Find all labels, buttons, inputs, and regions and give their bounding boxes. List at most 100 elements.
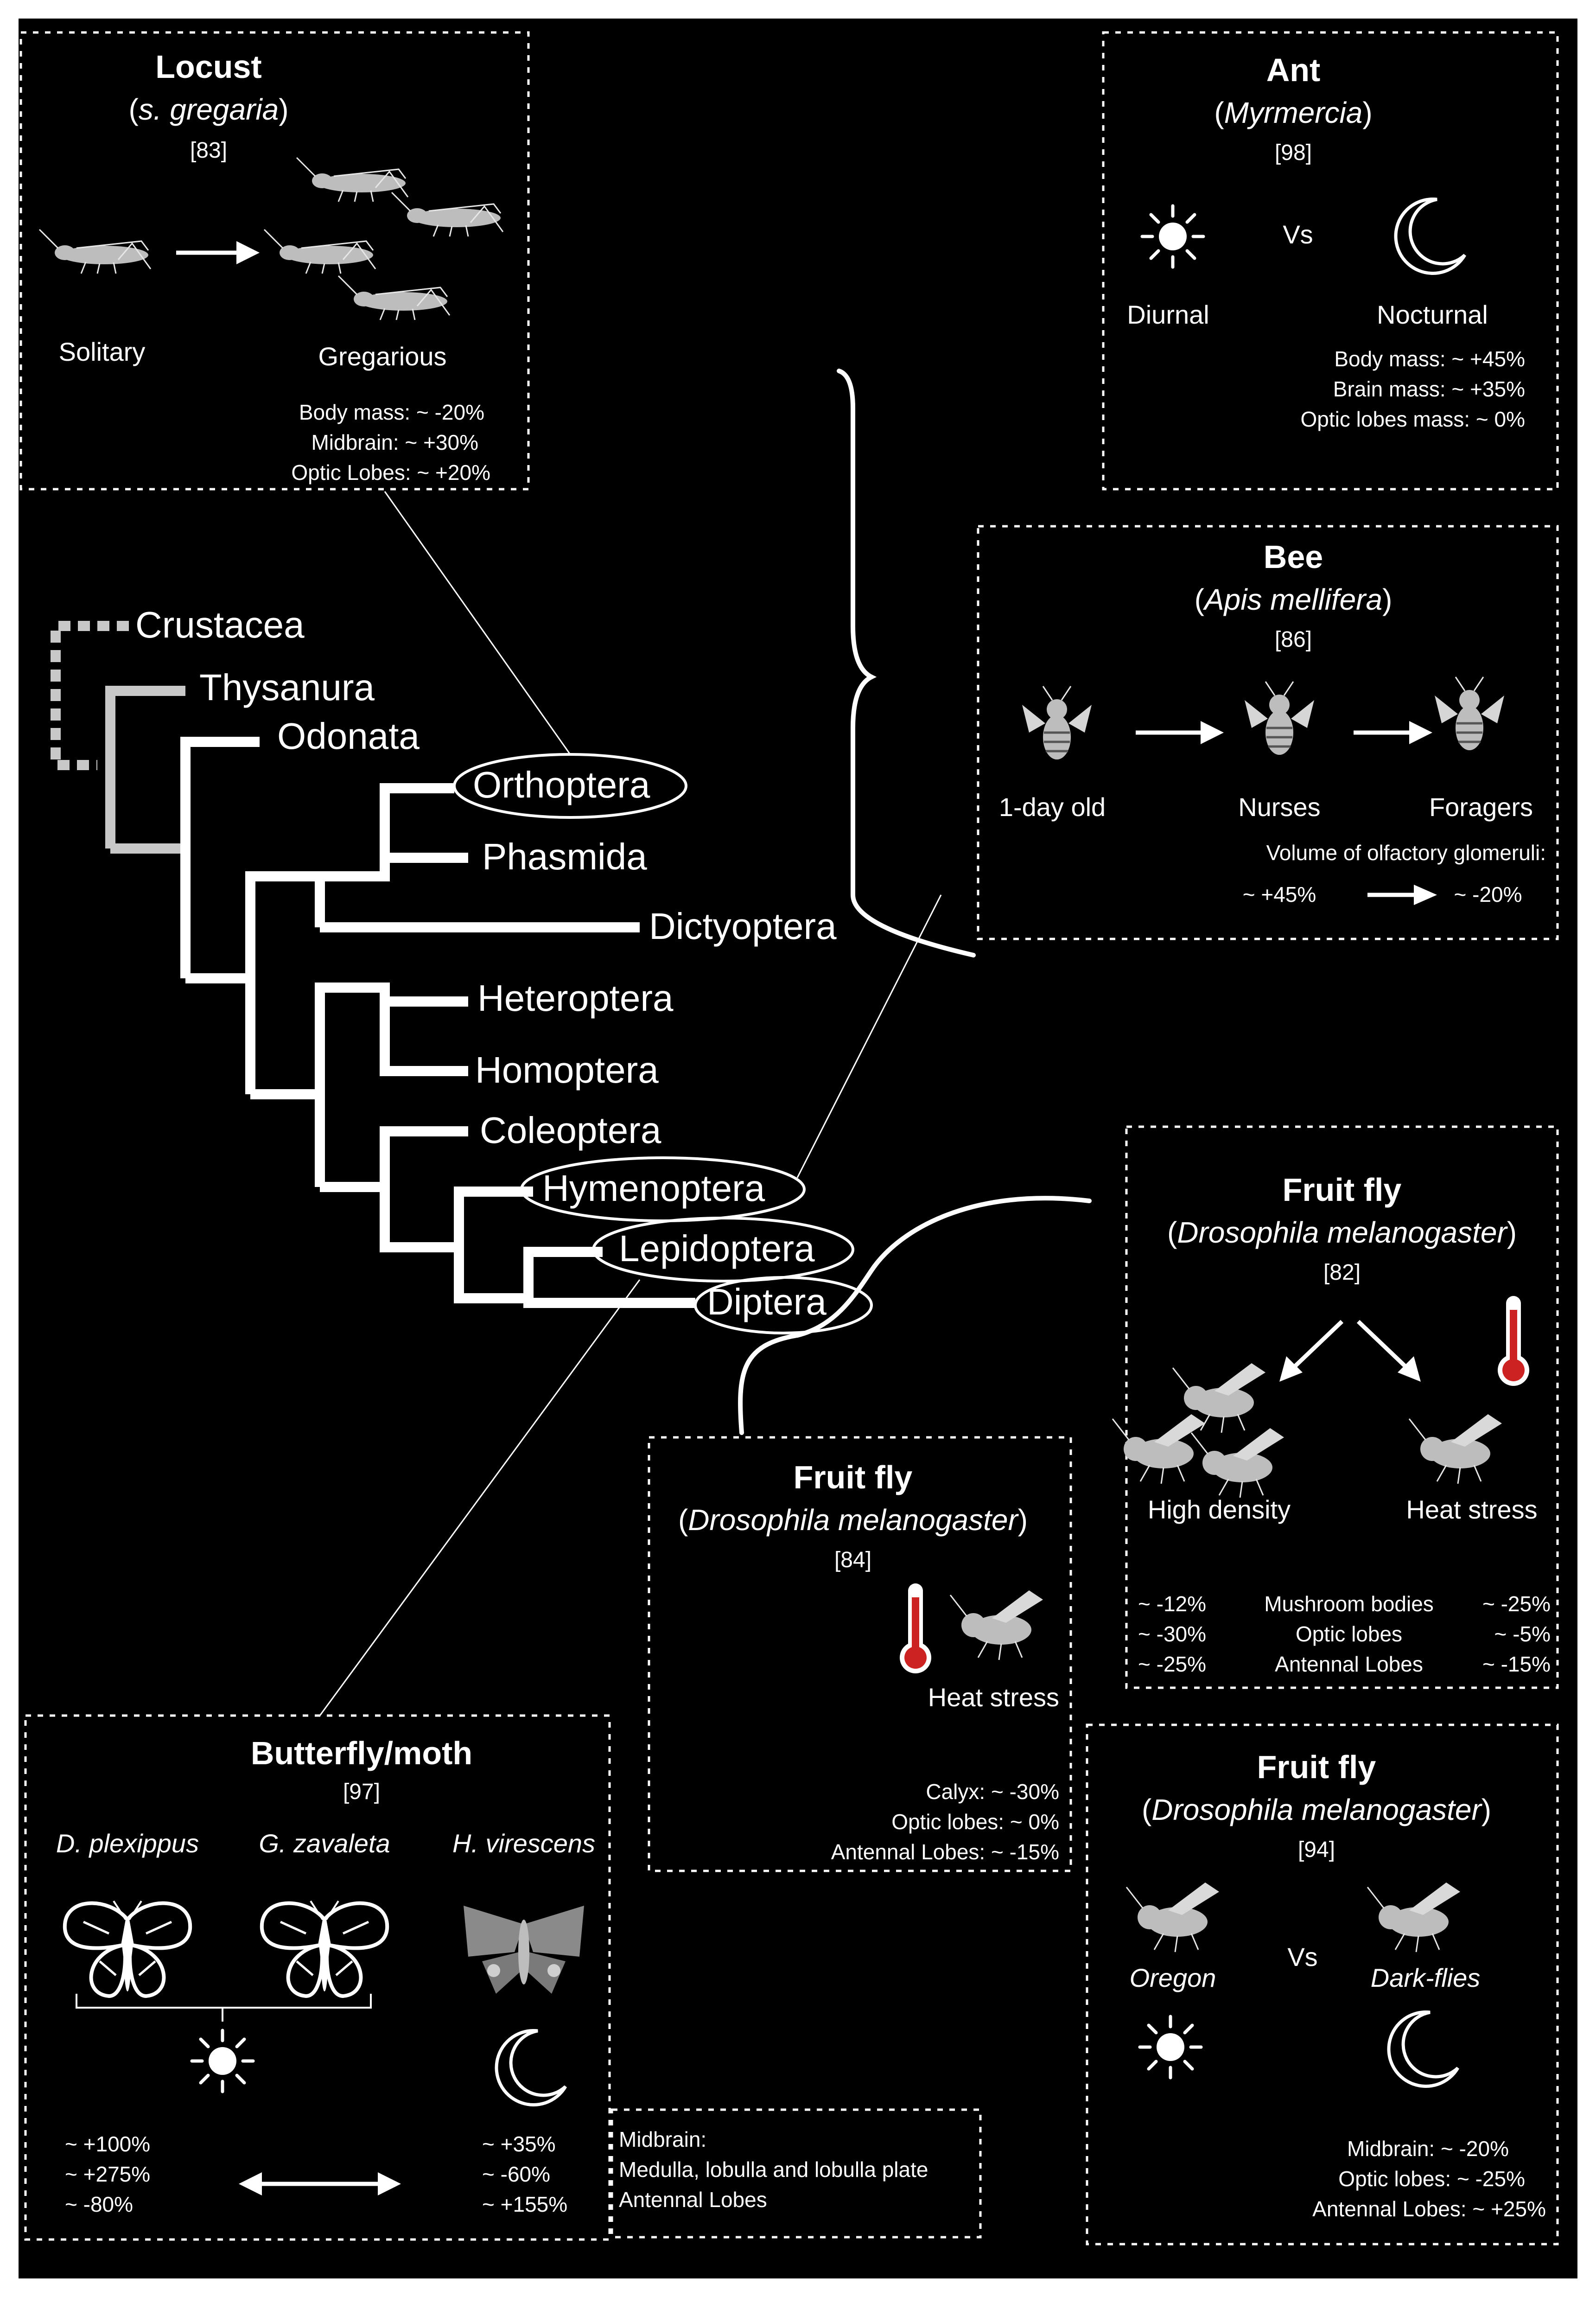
locust-panel: Locust (s. gregaria) [83] Solitary Grega… [19, 31, 530, 491]
hymenoptera-brace [837, 369, 976, 957]
fly84-species-line: (Drosophila melanogaster) [678, 1503, 1028, 1537]
locust-stat-3: Optic Lobes: ~ +20% [291, 460, 490, 485]
sun-icon [192, 2030, 253, 2092]
fly94-right-label: Dark-flies [1371, 1963, 1480, 1992]
ant-stat-3: Optic lobes mass: ~ 0% [1301, 407, 1525, 431]
bee-ref: [86] [1275, 627, 1312, 652]
ant-panel: Ant (Myrmercia) [98] Vs Diurnal Nocturna… [1102, 31, 1559, 491]
diptera-brace-lower [738, 1333, 800, 1435]
fly84-panel: Fruit fly (Drosophila melanogaster) [84]… [648, 1436, 1072, 1872]
bee-species: Apis mellifera [1202, 583, 1382, 616]
bee-arrow-1 [1136, 721, 1224, 744]
taxon-coleoptera: Coleoptera [480, 1110, 661, 1151]
fly84-box [648, 1436, 1072, 1872]
fly82-ref: [82] [1323, 1260, 1361, 1285]
fly84-condition: Heat stress [928, 1683, 1059, 1712]
locust-stat-1: Body mass: ~ -20% [299, 400, 484, 424]
taxon-crustacea: Crustacea [135, 604, 305, 645]
taxon-dictyoptera: Dictyoptera [649, 906, 837, 947]
locust-species: s. gregaria [139, 93, 279, 126]
legend-line-2: Medulla, lobulla and lobulla plate [619, 2157, 928, 2182]
fly84-title: Fruit fly [794, 1459, 913, 1495]
bee-stage-3: Foragers [1429, 792, 1533, 822]
fly84-stat-2: Optic lobes: ~ 0% [891, 1810, 1059, 1834]
butterfly-title: Butterfly/moth [251, 1735, 472, 1771]
butterfly-species-1: D. plexippus [56, 1829, 199, 1858]
diurnal-bracket [76, 1994, 372, 2022]
bee-stage-1: 1-day old [999, 792, 1106, 822]
fly82-row-2-right: ~ -5% [1494, 1622, 1551, 1646]
fly82-row-3-left: ~ -25% [1138, 1652, 1206, 1676]
taxon-hymenoptera: Hymenoptera [542, 1168, 765, 1209]
fly82-left-label: High density [1148, 1495, 1291, 1524]
ant-box [1102, 31, 1559, 491]
ant-stat-1: Body mass: ~ +45% [1334, 347, 1525, 371]
locust-stat-2: Midbrain: ~ +30% [311, 430, 478, 454]
taxon-odonata: Odonata [277, 715, 420, 757]
butterfly-diurnal-2: ~ +275% [65, 2162, 150, 2186]
fly82-right-label: Heat stress [1406, 1495, 1537, 1524]
fly84-ref: [84] [834, 1548, 871, 1572]
bee-measure: Volume of olfactory glomeruli: [1266, 841, 1546, 865]
locust-ref: [83] [190, 138, 227, 163]
locust-title: Locust [155, 49, 261, 85]
butterfly-nocturnal-1: ~ +35% [482, 2132, 556, 2156]
butterfly-connector [319, 1279, 641, 1716]
bee-panel: Bee (Apis mellifera) [86] 1-day old Nurs… [977, 525, 1559, 940]
sun-icon [1142, 206, 1203, 267]
ant-vs: Vs [1283, 220, 1313, 249]
butterfly-species-3: H. virescens [452, 1829, 595, 1858]
ant-species-line: (Myrmercia) [1214, 96, 1372, 129]
taxon-lepidoptera: Lepidoptera [619, 1228, 815, 1269]
fly84-stat-3: Antennal Lobes: ~ -15% [831, 1840, 1059, 1864]
butterfly-diurnal-3: ~ -80% [65, 2192, 133, 2216]
fly82-row-2-left: ~ -30% [1138, 1622, 1206, 1646]
butterfly-panel: Butterfly/moth [97] D. plexippus G. zava… [24, 1714, 611, 2241]
taxon-orthoptera: Orthoptera [473, 764, 650, 805]
insect-tree-stems [245, 788, 534, 1303]
ant-ref: [98] [1275, 140, 1312, 165]
fly82-row-1-left: ~ -12% [1138, 1592, 1206, 1616]
outgroup-branch [51, 621, 129, 770]
ant-species: Myrmercia [1224, 96, 1363, 129]
fly82-row-1-mid: Mushroom bodies [1264, 1592, 1434, 1616]
taxon-thysanura: Thysanura [199, 667, 375, 708]
bee-measure-arrow [1367, 885, 1437, 905]
butterfly-diurnal-1: ~ +100% [65, 2132, 150, 2156]
fly82-title: Fruit fly [1283, 1172, 1402, 1208]
fly94-species-line: (Drosophila melanogaster) [1142, 1793, 1491, 1826]
bee-title: Bee [1264, 539, 1323, 575]
butterfly-ref: [97] [343, 1780, 380, 1804]
taxon-homoptera: Homoptera [475, 1049, 659, 1091]
locust-from-label: Solitary [59, 337, 146, 366]
locust-connector [384, 491, 571, 755]
fly82-split-arrows [1279, 1320, 1421, 1382]
bee-from: ~ +45% [1243, 882, 1316, 906]
fly82-species: Drosophila melanogaster [1177, 1216, 1508, 1249]
phylogeny-tree [51, 621, 695, 1308]
diptera-brace [795, 1196, 1092, 1338]
fly94-title: Fruit fly [1257, 1749, 1376, 1785]
locust-box [19, 31, 530, 491]
butterfly-nocturnal-2: ~ -60% [482, 2162, 550, 2186]
butterfly-nocturnal-3: ~ +155% [482, 2192, 567, 2216]
fly84-species: Drosophila melanogaster [688, 1503, 1019, 1537]
butterfly-species-2: G. zavaleta [259, 1829, 390, 1858]
bee-arrow-2 [1354, 721, 1432, 744]
taxon-heteroptera: Heteroptera [477, 977, 674, 1019]
thysanura-branch [105, 686, 185, 854]
bee-species-line: (Apis mellifera) [1195, 583, 1393, 616]
connectors [319, 369, 1092, 1716]
fly94-species: Drosophila melanogaster [1151, 1793, 1482, 1826]
fly94-panel: Fruit fly (Drosophila melanogaster) [94]… [1086, 1723, 1559, 2246]
locust-arrow [176, 241, 260, 264]
bee-box [977, 525, 1559, 940]
fly82-row-2-mid: Optic lobes [1296, 1622, 1402, 1646]
fly94-stat-1: Midbrain: ~ -20% [1347, 2137, 1509, 2161]
sun-icon [1140, 2016, 1201, 2078]
fly94-ref: [94] [1298, 1838, 1335, 1862]
region-legend: Midbrain: Medulla, lobulla and lobulla p… [610, 2108, 982, 2239]
fly94-stat-3: Antennal Lobes: ~ +25% [1312, 2197, 1546, 2221]
